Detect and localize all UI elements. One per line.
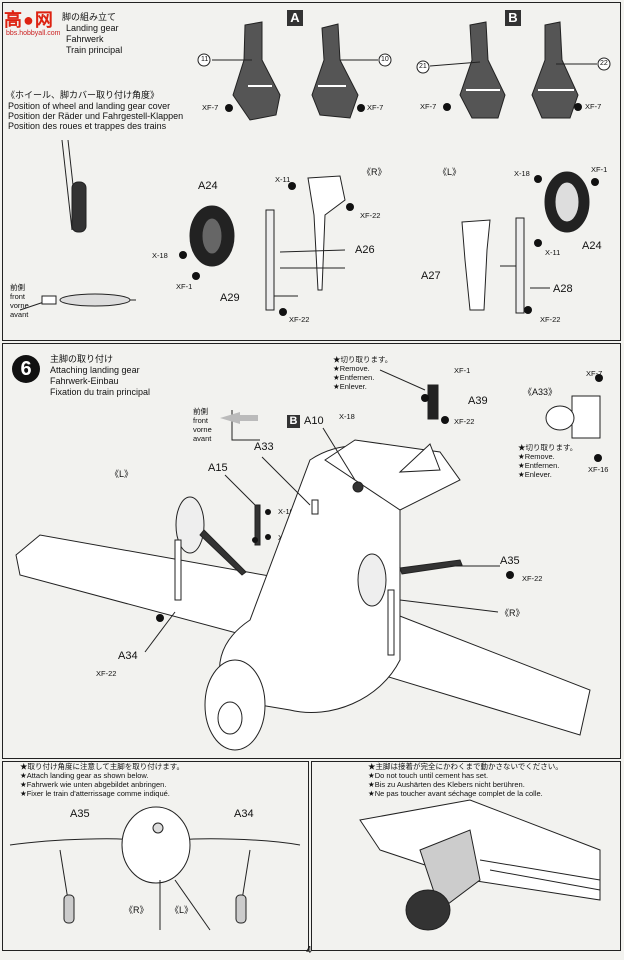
step6-panel bbox=[2, 343, 621, 759]
x11-left: X-11 bbox=[275, 175, 291, 184]
part-a34-step6: A34 bbox=[118, 650, 138, 662]
remove-note-en: ★Remove. bbox=[333, 364, 370, 373]
front-step6-en: front bbox=[193, 416, 209, 425]
part-a33: A33 bbox=[254, 441, 274, 453]
part-a24-left: A24 bbox=[198, 180, 218, 192]
top-panel-drawing bbox=[19, 21, 611, 316]
xf22-left-strut: XF-22 bbox=[289, 315, 310, 324]
step-number: 6 bbox=[12, 355, 40, 383]
label-left-step6: 《L》 bbox=[110, 469, 134, 479]
box-a-label: A bbox=[287, 10, 303, 26]
box-b-label: B bbox=[505, 10, 521, 26]
xf7-a-left: XF-7 bbox=[202, 103, 219, 112]
front-label-en: front bbox=[10, 292, 26, 301]
x18-right: X-18 bbox=[514, 169, 530, 178]
front-step6-fr: avant bbox=[193, 434, 212, 443]
xf1-left: XF-1 bbox=[176, 282, 193, 291]
part-a15: A15 bbox=[208, 462, 228, 474]
part-a24-right: A24 bbox=[582, 240, 602, 252]
bl-note-fr: ★Fixer le train d'atterrissage comme ind… bbox=[20, 789, 170, 798]
label-left-top: 《L》 bbox=[438, 167, 462, 177]
xf1-a39: XF-1 bbox=[454, 366, 471, 375]
page-number: 4 bbox=[306, 945, 312, 956]
remove2-de: ★Entfernen. bbox=[518, 461, 560, 470]
xf7-a-right: XF-7 bbox=[367, 103, 384, 112]
position-title-ja: 《ホイール、脚カバー取り付け角度》 bbox=[6, 90, 160, 100]
num-10: 10 bbox=[381, 56, 389, 63]
bl-left: 《L》 bbox=[170, 905, 194, 915]
position-title-en: Position of wheel and landing gear cover bbox=[8, 101, 171, 111]
part-a28: A28 bbox=[553, 283, 573, 295]
xf7-b-right: XF-7 bbox=[585, 102, 602, 111]
num-22: 22 bbox=[600, 60, 608, 67]
bl-note-en: ★Attach landing gear as shown below. bbox=[20, 771, 149, 780]
bl-a34: A34 bbox=[234, 808, 254, 820]
xf22-left-cover: XF-22 bbox=[360, 211, 381, 220]
xf7-step6: XF-7 bbox=[278, 533, 295, 542]
step6-title-ja: 主脚の取り付け bbox=[50, 354, 114, 364]
bl-a35: A35 bbox=[70, 808, 90, 820]
remove2-en: ★Remove. bbox=[518, 452, 555, 461]
step6-title-en: Attaching landing gear bbox=[50, 365, 140, 375]
box-b-step6: B bbox=[287, 415, 300, 428]
front-step6-ja: 前側 bbox=[193, 407, 208, 416]
remove2-fr: ★Enlever. bbox=[518, 470, 552, 479]
br-note-de: ★Bis zu Aushärten des Klebers nicht berü… bbox=[368, 780, 525, 789]
part-a26: A26 bbox=[355, 244, 375, 256]
part-a10: A10 bbox=[304, 415, 324, 427]
num-21: 21 bbox=[419, 63, 427, 70]
xf22-right: XF-22 bbox=[540, 315, 561, 324]
front-label-de: vorne bbox=[10, 301, 29, 310]
front-step6-de: vorne bbox=[193, 425, 212, 434]
bl-note-de: ★Fahrwerk wie unten abgebildet anbringen… bbox=[20, 780, 167, 789]
part-a39: A39 bbox=[468, 395, 488, 407]
br-note-en: ★Do not touch until cement has set. bbox=[368, 771, 489, 780]
part-a29: A29 bbox=[220, 292, 240, 304]
remove2-ja: ★切り取ります。 bbox=[518, 443, 578, 452]
xf16-callout: XF-16 bbox=[588, 465, 609, 474]
xf22-a35: XF-22 bbox=[522, 574, 543, 583]
label-right-step6: 《R》 bbox=[500, 608, 525, 618]
remove-note-fr: ★Enlever. bbox=[333, 382, 367, 391]
label-right-top: 《R》 bbox=[362, 167, 387, 177]
step6-title-fr: Fixation du train principal bbox=[50, 387, 151, 397]
watermark-text: bbs.hobbyall.com bbox=[6, 30, 61, 37]
position-title-de: Position der Räder und Fahrgestell-Klapp… bbox=[8, 111, 184, 121]
a33-callout-label: 《A33》 bbox=[523, 387, 558, 397]
part-a27: A27 bbox=[421, 270, 441, 282]
step6-title-de: Fahrwerk-Einbau bbox=[50, 376, 119, 386]
landing-gear-title-en: Landing gear bbox=[66, 23, 119, 33]
remove-note-de: ★Entfernen. bbox=[333, 373, 375, 382]
remove-note-ja: ★切り取ります。 bbox=[333, 355, 393, 364]
part-a35-step6: A35 bbox=[500, 555, 520, 567]
bl-note-ja: ★取り付け角度に注意して主脚を取り付けます。 bbox=[20, 762, 185, 771]
xf22-a39: XF-22 bbox=[454, 417, 475, 426]
watermark-logo: 高●网 bbs.hobbyall.com bbox=[4, 10, 61, 37]
front-label-ja: 前側 bbox=[10, 283, 25, 292]
xf7-callout: XF-7 bbox=[586, 369, 603, 378]
br-note-fr: ★Ne pas toucher avant séchage complet de… bbox=[368, 789, 543, 798]
landing-gear-title-ja: 脚の組み立て bbox=[62, 12, 117, 22]
bl-right: 《R》 bbox=[124, 905, 149, 915]
x11-right: X-11 bbox=[545, 248, 561, 257]
num-11: 11 bbox=[201, 56, 209, 63]
bottom-left-panel bbox=[2, 761, 309, 951]
landing-gear-title-es: Train principal bbox=[66, 45, 123, 55]
xf7-b-left: XF-7 bbox=[420, 102, 437, 111]
br-note-ja: ★主脚は接着が完全にかわくまで動かさないでください。 bbox=[368, 762, 563, 771]
x10-step6: X-10 bbox=[278, 507, 294, 516]
x18-left: X-18 bbox=[152, 251, 168, 260]
front-label-fr: avant bbox=[10, 310, 29, 319]
xf1-right: XF-1 bbox=[591, 165, 608, 174]
position-title-fr: Position des roues et trappes des trains bbox=[8, 121, 167, 131]
x18-step6: X-18 bbox=[339, 412, 355, 421]
top-panel bbox=[2, 2, 621, 341]
landing-gear-title-de: Fahrwerk bbox=[66, 34, 104, 44]
xf22-a34: XF-22 bbox=[96, 669, 117, 678]
bottom-right-panel bbox=[311, 761, 621, 951]
